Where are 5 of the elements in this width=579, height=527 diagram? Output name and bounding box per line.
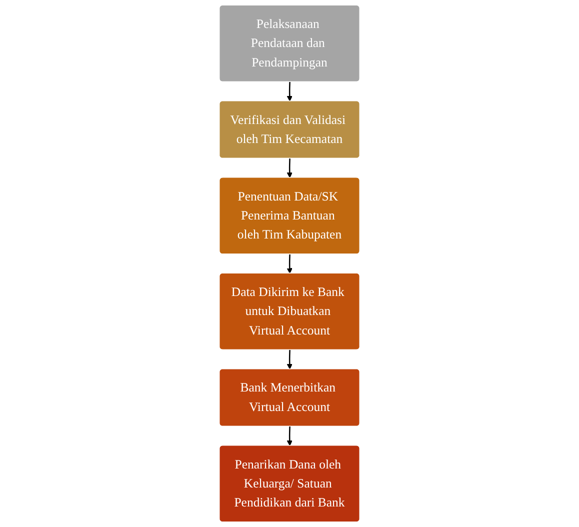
arrow [286,82,292,102]
arrow [286,350,292,370]
arrow [286,158,292,178]
arrow [286,426,292,446]
arrow [286,254,292,274]
